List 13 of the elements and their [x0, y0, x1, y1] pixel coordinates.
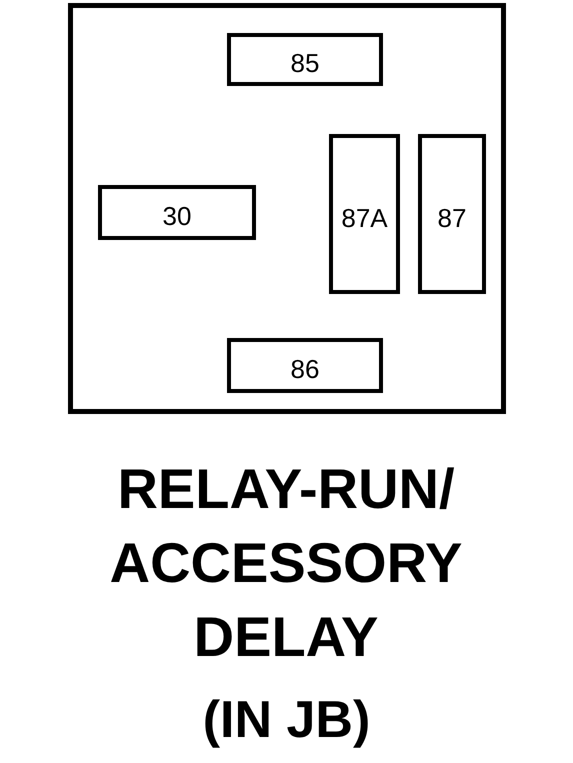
terminal-number: 87A [341, 202, 388, 234]
caption: RELAY-RUN/ ACCESSORY DELAY [108, 456, 464, 670]
terminal-slot [98, 185, 256, 240]
terminal-number: 85 [290, 47, 320, 79]
terminal-slot [227, 338, 383, 393]
terminal-slot [329, 134, 400, 294]
terminal-slot [227, 33, 383, 86]
terminal-number: 87 [438, 202, 466, 234]
terminal-number: 86 [290, 353, 320, 385]
location-note: (IN JB) [202, 690, 372, 750]
relay-outline [68, 3, 506, 414]
terminal-number: 30 [162, 200, 192, 232]
terminal-slot [418, 134, 486, 294]
